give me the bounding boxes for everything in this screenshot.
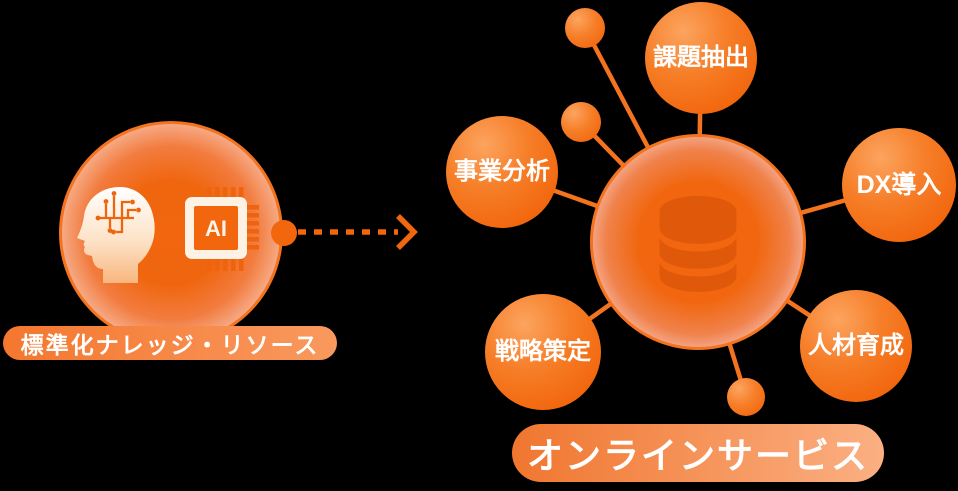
satellite-label: 戦略策定 xyxy=(495,338,591,366)
knowledge-label: 標準化ナレッジ・リソース xyxy=(3,326,337,360)
database-icon xyxy=(659,195,737,292)
connector-dot xyxy=(271,220,297,246)
chip-pins xyxy=(207,187,259,271)
circuit-brain xyxy=(100,196,136,234)
dashed-arrow-icon xyxy=(298,214,418,250)
satellite-hr-development: 人材育成 xyxy=(800,290,912,402)
ai-chip-label: AI xyxy=(205,216,227,241)
satellite-strategy-planning: 戦略策定 xyxy=(485,294,601,410)
deco-dot-3 xyxy=(727,378,765,416)
deco-dot-1 xyxy=(565,8,605,48)
satellite-label: DX導入 xyxy=(856,170,942,199)
online-service-label: オンラインサービス xyxy=(512,424,884,482)
satellite-issue-extraction: 課題抽出 xyxy=(645,2,757,114)
satellite-label: 人材育成 xyxy=(808,332,904,360)
satellite-label: 課題抽出 xyxy=(653,44,749,72)
deco-dot-2 xyxy=(561,102,601,142)
head-circuit-icon xyxy=(77,187,155,283)
ai-chip-icon: AI xyxy=(185,187,259,271)
satellite-business-analysis: 事業分析 xyxy=(446,116,558,228)
satellite-dx-introduction: DX導入 xyxy=(842,128,956,242)
satellite-label: 事業分析 xyxy=(454,158,550,186)
hub-circle xyxy=(590,134,806,350)
